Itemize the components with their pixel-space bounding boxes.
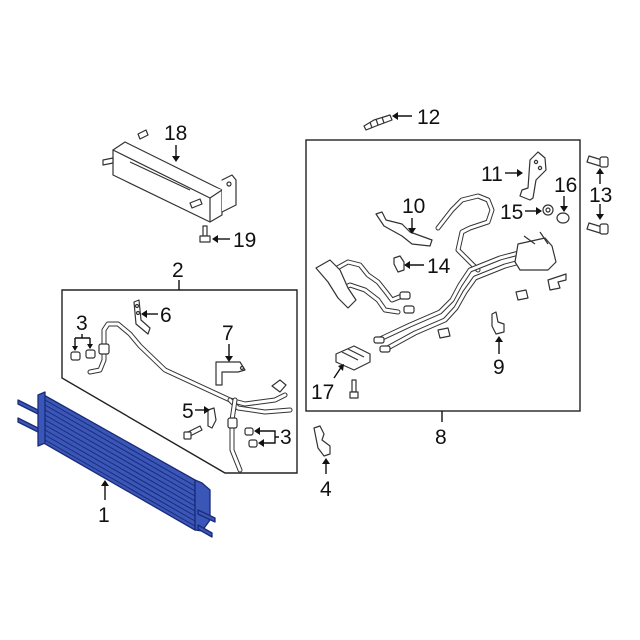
part-12-stud[interactable] <box>363 114 393 131</box>
part-1-oil-cooler[interactable] <box>17 391 216 538</box>
label-14: 14 <box>427 255 451 278</box>
label-12: 12 <box>417 106 440 129</box>
part-14-clip[interactable] <box>393 255 405 273</box>
label-10: 10 <box>402 195 425 218</box>
label-18: 18 <box>164 122 187 145</box>
part-9-clip[interactable] <box>491 311 505 335</box>
label-2: 2 <box>172 259 184 282</box>
part-17-insulator[interactable] <box>335 345 371 371</box>
callout-19: 19 <box>212 229 256 252</box>
callout-18: 18 <box>164 122 187 162</box>
label-9: 9 <box>493 356 505 379</box>
part-13-bolt-upper[interactable] <box>586 155 609 168</box>
callout-15: 15 <box>500 201 542 224</box>
label-4: 4 <box>320 478 332 501</box>
label-7: 7 <box>222 322 234 345</box>
part-3-clips-upper[interactable] <box>70 349 96 361</box>
bolt-part-5[interactable] <box>183 425 203 440</box>
callout-11: 11 <box>481 163 523 186</box>
part-13-bolt-lower[interactable] <box>586 222 609 235</box>
callout-17: 17 <box>311 364 344 404</box>
callout-6: 6 <box>141 304 172 327</box>
part-5-bracket[interactable] <box>207 407 217 429</box>
part-7-bracket[interactable] <box>215 361 246 386</box>
callout-9: 9 <box>493 336 505 379</box>
callout-3-upper: 3 <box>72 312 93 351</box>
callout-7: 7 <box>222 322 234 362</box>
callout-10: 10 <box>402 195 425 234</box>
callout-12: 12 <box>392 106 440 129</box>
callout-14: 14 <box>404 255 451 278</box>
label-13: 13 <box>589 184 612 207</box>
part-2-cooler-tubes[interactable] <box>87 321 293 473</box>
label-19: 19 <box>233 229 256 252</box>
part-10-bracket[interactable] <box>375 211 433 247</box>
label-6: 6 <box>160 304 172 327</box>
callout-16: 16 <box>554 174 577 212</box>
part-18-aux-cooler[interactable] <box>102 129 237 223</box>
group-2-box: 2 <box>61 259 298 474</box>
part-3-clips-lower[interactable] <box>244 427 258 448</box>
label-11: 11 <box>481 163 503 186</box>
label-8: 8 <box>435 426 447 449</box>
label-15: 15 <box>500 201 523 224</box>
part-19-bolt[interactable] <box>199 225 211 243</box>
part-6-bracket[interactable] <box>133 299 151 335</box>
label-17: 17 <box>311 381 334 404</box>
callout-3-lower: 3 <box>254 426 292 449</box>
label-3-upper: 3 <box>76 312 88 335</box>
label-5: 5 <box>182 400 194 423</box>
part-11-bracket[interactable] <box>519 151 547 201</box>
cooler-fins <box>44 399 196 527</box>
label-16: 16 <box>554 174 577 197</box>
label-3-lower: 3 <box>280 426 292 449</box>
bolt-part-17[interactable] <box>349 379 359 399</box>
callout-1: 1 <box>98 480 110 527</box>
part-16-seal[interactable] <box>556 212 570 224</box>
callout-13: 13 <box>589 168 612 220</box>
part-15-nut[interactable] <box>542 204 554 216</box>
callout-4: 4 <box>320 458 332 501</box>
callout-5: 5 <box>182 400 210 423</box>
label-1: 1 <box>98 504 110 527</box>
group-8-box: 8 <box>305 139 581 449</box>
part-8-hose-assembly[interactable] <box>315 193 567 353</box>
part-4-clip[interactable] <box>313 425 331 457</box>
